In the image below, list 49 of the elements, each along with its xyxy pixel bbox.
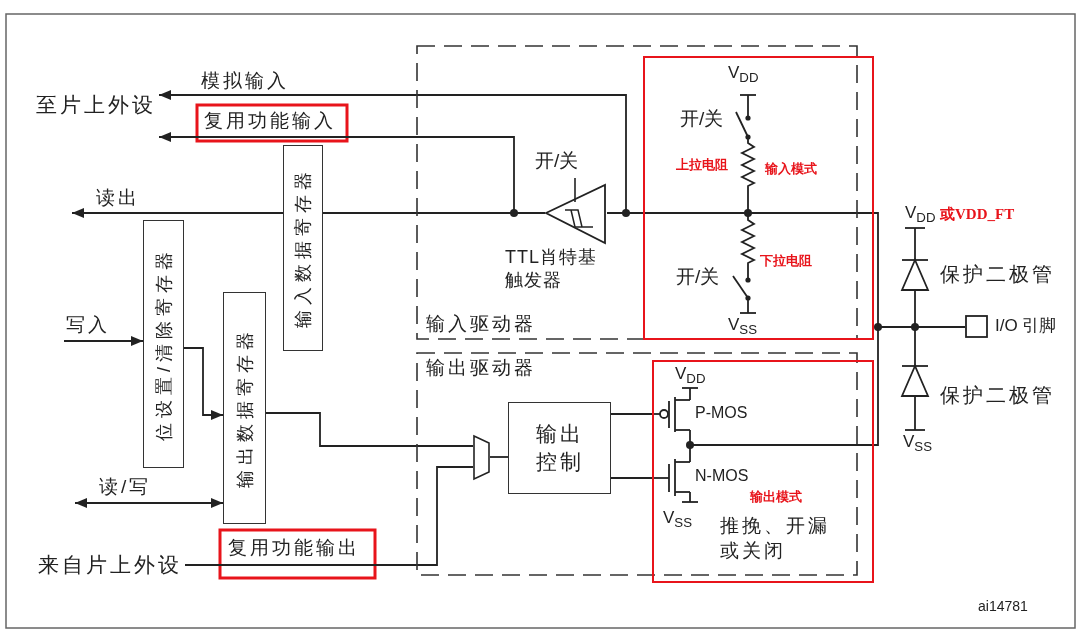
arrow [63, 336, 144, 346]
highlight-region [643, 56, 874, 340]
transistor-label: N-MOS [695, 467, 749, 486]
wire [610, 477, 653, 479]
arrow [183, 347, 224, 420]
register-block: 位设置/清除寄存器 [143, 220, 184, 468]
pin-pad [965, 315, 988, 338]
figure-id-label: ai14781 [978, 598, 1028, 615]
mode-note: 推挽、开漏或关闭 [720, 514, 831, 563]
text-label: 来自片上外设 [38, 553, 182, 578]
resistor-label: 上拉电阻 [676, 158, 728, 173]
group-title: 输出驱动器 [426, 357, 536, 379]
dashed-group-frame [416, 352, 858, 576]
supply-label: V$_{DD}$ [905, 203, 936, 223]
wire [873, 212, 966, 328]
pin-label: I/O 引脚 [995, 316, 1057, 336]
wire [489, 456, 509, 458]
highlight-region [652, 360, 874, 583]
ground-label: V$_{SS}$ [728, 315, 758, 335]
switch-label: 开/关 [676, 266, 720, 288]
multiplexer-symbol [473, 435, 490, 480]
resistor-label: 下拉电阻 [760, 254, 812, 269]
trigger-label: TTL肖特基触发器 [505, 246, 598, 291]
transistor-label: P-MOS [695, 404, 748, 423]
group-title: 输入驱动器 [426, 313, 536, 335]
control-block: 输出控制 [508, 402, 611, 494]
register-block: 输出数据寄存器 [223, 292, 266, 524]
wire [265, 412, 474, 447]
mode-label: 输出模式 [750, 490, 802, 505]
ground-label: V$_{SS}$ [663, 508, 693, 528]
schmitt-trigger-symbol [545, 178, 607, 245]
double-arrow [74, 498, 224, 508]
wire [184, 466, 474, 566]
mode-label: 输入模式 [765, 162, 817, 177]
supply-label: V$_{DD}$ [675, 364, 706, 384]
wire [322, 212, 546, 214]
arrow [71, 208, 284, 218]
switch-label: 开/关 [535, 150, 579, 172]
ground-label: V$_{SS}$ [903, 432, 933, 452]
diode-label: 保护二极管 [940, 384, 1055, 407]
dashed-group-frame [416, 45, 858, 340]
register-block: 输入数据寄存器 [283, 145, 323, 351]
diode-label: 保护二极管 [940, 263, 1055, 286]
supply-label: V$_{DD}$ [728, 63, 759, 83]
text-label: 至片上外设 [36, 93, 156, 118]
wire [610, 413, 653, 415]
wire [606, 212, 644, 214]
note-label: 或VDD_FT [940, 206, 1015, 224]
switch-label: 开/关 [680, 108, 724, 130]
